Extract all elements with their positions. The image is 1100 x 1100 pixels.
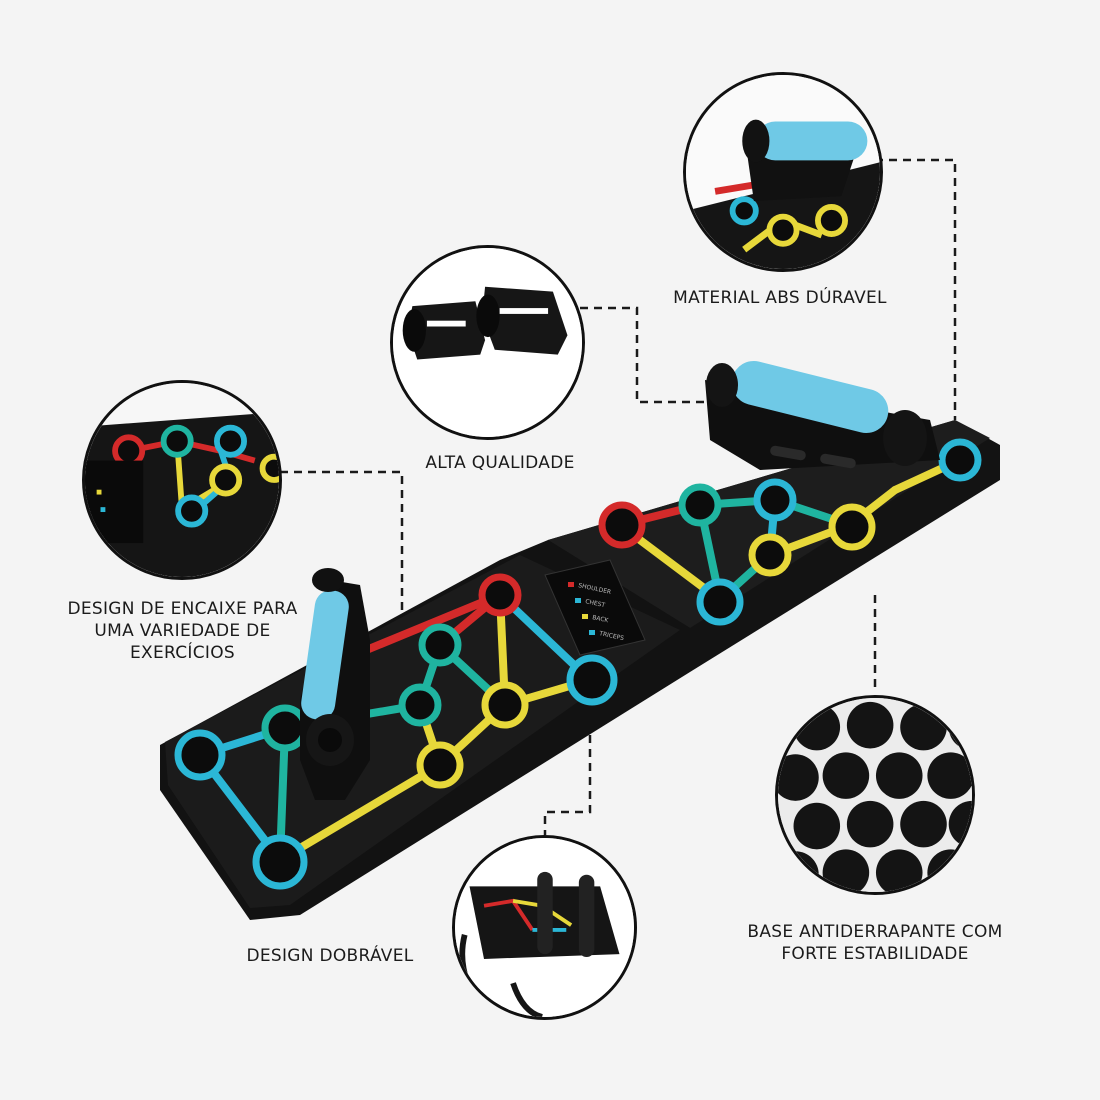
- board-holes: [174, 415, 982, 890]
- label-design-fit-line-2: UMA VARIEDADE DE: [94, 621, 271, 641]
- label-design-fit-line-1: DESIGN DE ENCAIXE PARA: [67, 599, 298, 619]
- board-closeup-image: [85, 383, 279, 577]
- label-design-fit-line-3: EXERCÍCIOS: [129, 643, 236, 663]
- board-legend-panel: [544, 559, 646, 656]
- push-up-handle-left: [300, 568, 370, 800]
- detail-circle-material: [683, 72, 883, 272]
- push-up-handle-right: [705, 360, 940, 470]
- label-base-line-2: FORTE ESTABILIDADE: [781, 944, 969, 964]
- handles-pair-image: [393, 248, 582, 437]
- label-base-line-1: BASE ANTIDERRAPANTE COM: [747, 922, 1003, 942]
- label-base: BASE ANTIDERRAPANTE COM FORTE ESTABILIDA…: [725, 921, 1025, 965]
- label-quality: ALTA QUALIDADE: [425, 453, 575, 473]
- detail-circle-quality: [390, 245, 585, 440]
- connector-design-fit: [280, 470, 404, 612]
- detail-circle-design-fit: [82, 380, 282, 580]
- label-material: MATERIAL ABS DÚRAVEL: [673, 288, 887, 308]
- handle-closeup-image: [686, 75, 880, 269]
- connector-foldable: [543, 735, 592, 835]
- folded-board-image: [455, 838, 634, 1017]
- label-foldable: DESIGN DOBRÁVEL: [246, 946, 414, 966]
- detail-circle-foldable: [452, 835, 637, 1020]
- label-design-fit: DESIGN DE ENCAIXE PARA UMA VARIEDADE DE …: [55, 598, 310, 664]
- detail-circle-base: [775, 695, 975, 895]
- non-slip-base-image: [778, 698, 972, 892]
- connector-lines: [280, 158, 957, 835]
- connector-material: [875, 158, 957, 420]
- connector-quality: [580, 306, 706, 404]
